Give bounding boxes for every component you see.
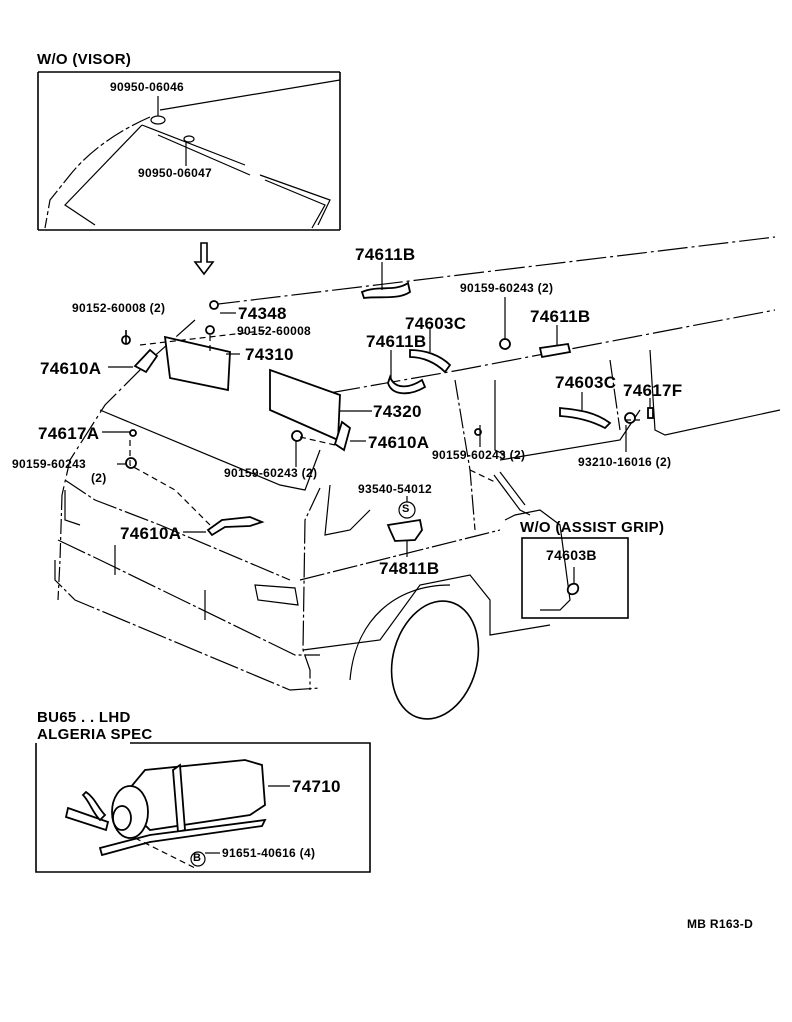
sun-visor-right: [269, 368, 341, 442]
part-label-74617F: 74617F: [623, 381, 683, 400]
part-label-90159-60243-left: 90159-60243: [12, 457, 87, 471]
extinguisher-inset: [35, 742, 371, 873]
part-label-90159-60243-top-right: 90159-60243 (2): [460, 281, 554, 295]
extinguisher-title-line1: BU65 . . LHD: [37, 709, 131, 726]
visor-inset-title: W/O (VISOR): [37, 51, 132, 68]
part-label-74611B-mid: 74611B: [366, 332, 427, 351]
part-label-90950-06046: 90950-06046: [110, 80, 185, 94]
part-label-90159-60243-left-qty: (2): [91, 471, 107, 485]
part-label-74710: 74710: [292, 777, 341, 796]
assist-grip-74611B-right: [538, 342, 572, 359]
part-label-90152-60008: 90152-60008: [237, 324, 312, 338]
s-marker: S: [402, 503, 410, 515]
extinguisher-title-line2: ALGERIA SPEC: [37, 726, 153, 743]
part-label-90950-06047: 90950-06047: [138, 166, 213, 180]
sun-visor-left: [163, 335, 231, 392]
assist-grip-inset-title: W/O (ASSIST GRIP): [520, 519, 665, 536]
down-arrow-icon: [193, 242, 215, 276]
part-label-90152-60008-2: 90152-60008 (2): [72, 301, 166, 315]
assist-grip-74610A-left: [133, 348, 159, 374]
part-label-93540-54012: 93540-54012: [358, 482, 433, 496]
assist-grip-inset: [521, 537, 629, 619]
part-label-74610A-bottom: 74610A: [120, 524, 182, 543]
part-label-74310: 74310: [245, 345, 294, 364]
part-label-74348: 74348: [238, 304, 287, 323]
drawing-code: MB R163-D: [687, 917, 754, 931]
part-label-90159-60243-center: 90159-60243 (2): [224, 466, 318, 480]
b-marker: B: [193, 852, 202, 864]
assist-grip-74603C-mid: [409, 349, 452, 374]
assist-grip-74611B-mid: [387, 374, 427, 395]
part-label-74320: 74320: [373, 402, 422, 421]
ashtray-74811B: [386, 501, 423, 542]
part-label-90159-60243-right: 90159-60243 (2): [432, 448, 526, 462]
assist-grip-74611B-top: [360, 281, 412, 299]
part-label-74611B-top: 74611B: [355, 245, 416, 264]
part-label-74617A: 74617A: [38, 424, 100, 443]
part-label-91651-40616: 91651-40616 (4): [222, 846, 316, 860]
assist-grip-74610A-mid: [333, 420, 352, 452]
part-label-74611B-right: 74611B: [530, 307, 591, 326]
part-label-74811B: 74811B: [379, 559, 440, 578]
part-label-74610A-mid: 74610A: [368, 433, 430, 452]
assist-grip-74610A-bottom: [206, 516, 265, 537]
assist-grip-74603C-right: [559, 407, 612, 430]
part-label-74603B: 74603B: [546, 547, 597, 563]
part-label-74603C-right: 74603C: [555, 373, 617, 392]
leader-lines: [102, 262, 651, 588]
part-label-74610A-left: 74610A: [40, 359, 102, 378]
part-label-74603C-mid: 74603C: [405, 314, 467, 333]
part-label-93210-16016: 93210-16016 (2): [578, 455, 672, 469]
visor-inset: [37, 71, 341, 231]
